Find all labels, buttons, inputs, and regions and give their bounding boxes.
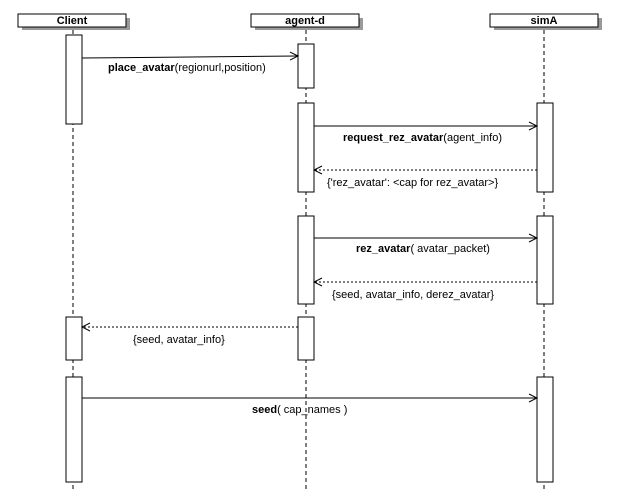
activation-agent-d-1 (297, 43, 315, 89)
participant-label-agent-d: agent-d (285, 15, 325, 27)
participant-header-client: Client (17, 13, 130, 30)
activation-agent-d-3 (297, 215, 315, 305)
message-request-rez-avatar: request_rez_avatar(agent_info) (314, 126, 537, 144)
message-label: {'rez_avatar': <cap for rez_avatar>} (327, 177, 498, 189)
message-place-avatar: place_avatar(regionurl,position) (81, 56, 298, 74)
message-label: request_rez_avatar(agent_info) (343, 132, 502, 144)
message-name: seed (252, 404, 277, 416)
message-args: ( cap_names ) (277, 404, 347, 416)
activation-client-2 (65, 316, 83, 361)
message-label: seed( cap_names ) (252, 404, 347, 416)
message-args: {seed, avatar_info} (133, 334, 225, 346)
message-rez-avatar-cap-reply: {'rez_avatar': <cap for rez_avatar>} (314, 170, 537, 189)
participant-header-simA: simA (489, 13, 602, 30)
activation-client-1 (65, 34, 83, 125)
activation-agent-d-2 (297, 102, 315, 193)
activation-simA-1 (536, 102, 554, 193)
participant-label-simA: simA (531, 15, 558, 27)
message-label: {seed, avatar_info, derez_avatar} (332, 289, 494, 301)
message-arrow (81, 56, 298, 58)
header-box (250, 13, 360, 28)
message-args: {'rez_avatar': <cap for rez_avatar>} (327, 177, 498, 189)
header-box (17, 13, 127, 28)
participant-header-agent-d: agent-d (250, 13, 363, 30)
message-seed-reply-agent: {seed, avatar_info, derez_avatar} (314, 282, 537, 301)
message-name: rez_avatar (356, 243, 411, 255)
message-args: (regionurl,position) (175, 62, 266, 74)
message-label: {seed, avatar_info} (133, 334, 225, 346)
message-label: place_avatar(regionurl,position) (108, 62, 266, 74)
activation-agent-d-4 (297, 316, 315, 361)
message-label: rez_avatar( avatar_packet) (356, 243, 490, 255)
message-args: ( avatar_packet) (410, 243, 489, 255)
activation-simA-2 (536, 215, 554, 305)
message-args: {seed, avatar_info, derez_avatar} (332, 289, 494, 301)
message-seed-reply-client: {seed, avatar_info} (82, 327, 298, 346)
activation-simA-3 (536, 376, 554, 483)
participant-label-client: Client (57, 15, 88, 27)
message-rez-avatar: rez_avatar( avatar_packet) (314, 238, 537, 255)
message-args: (agent_info) (443, 132, 502, 144)
activation-client-3 (65, 376, 83, 483)
message-seed: seed( cap_names ) (82, 398, 537, 416)
message-name: request_rez_avatar (343, 132, 444, 144)
header-box (489, 13, 599, 28)
message-name: place_avatar (108, 62, 175, 74)
